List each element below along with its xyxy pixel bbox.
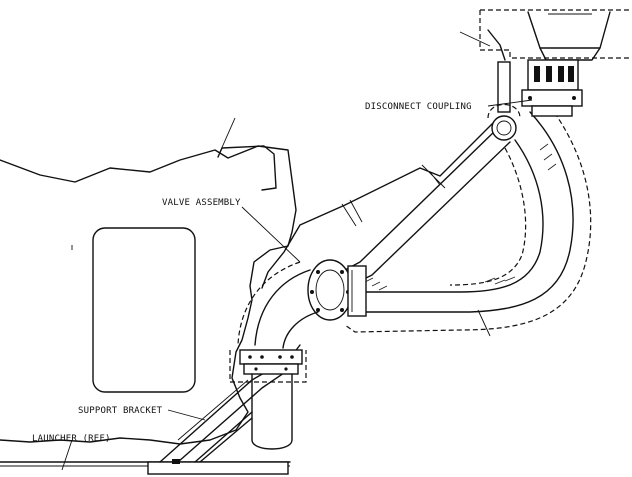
label-support-bracket: SUPPORT BRACKET	[78, 406, 163, 416]
label-launcher-ref: LAUNCHER (REF)	[32, 434, 111, 444]
bracing-clamp	[421, 164, 446, 189]
coupling-standpipe	[497, 61, 511, 113]
valve-flange	[307, 259, 353, 321]
leader-pipe	[477, 309, 491, 337]
pipe-envelope-dashed	[344, 99, 592, 333]
lower-flange-envelope	[229, 350, 307, 383]
label-disconnect-coupling: DISCONNECT COUPLING	[365, 102, 472, 112]
vertical-pipe	[251, 373, 293, 450]
leader-support-bracket	[167, 409, 206, 421]
lower-flange	[239, 349, 303, 375]
leader-launcher	[61, 439, 73, 471]
upper-pipe-arm	[344, 127, 511, 283]
base-plate	[147, 461, 289, 475]
leader-top-left	[219, 117, 236, 153]
pipe-hatching	[364, 143, 557, 291]
support-bracket-edge	[177, 379, 249, 441]
pivot-envelope	[487, 104, 521, 119]
large-curved-pipe-inner	[361, 139, 544, 293]
launcher-top-tab	[217, 145, 277, 191]
large-curved-pipe	[359, 111, 574, 313]
leader-top-right	[459, 31, 491, 47]
pivot-joint-inner	[496, 120, 512, 136]
leader-disconnect-coupling	[487, 99, 533, 107]
bracing-rod	[261, 117, 499, 289]
launcher-body	[0, 145, 297, 445]
elbow-envelope-dashed	[237, 261, 301, 346]
coupling-housing	[479, 9, 632, 61]
label-valve-assembly: VALVE ASSEMBLY	[162, 198, 241, 208]
leader-valve-assembly	[241, 206, 301, 263]
valve-body	[347, 265, 367, 317]
disconnect-coupling-body	[521, 59, 583, 117]
elbow-pipe	[254, 269, 319, 349]
pipe-envelope-dashed-inner	[449, 147, 527, 286]
bracing-clamp-2	[341, 199, 363, 227]
base-bolt	[172, 459, 180, 464]
launcher-window	[92, 227, 196, 393]
pivot-joint	[491, 115, 517, 141]
